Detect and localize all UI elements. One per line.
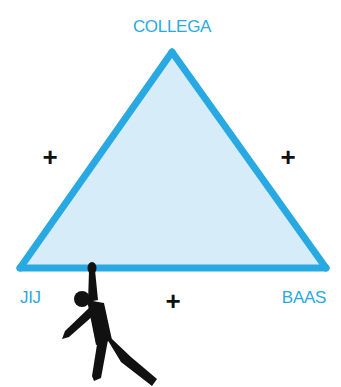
triangle-side (172, 52, 326, 268)
plus-sign: + (280, 144, 295, 170)
vertex-text: COLLEGA (133, 17, 211, 37)
triangle-side (20, 265, 326, 272)
triangle-side (20, 52, 172, 268)
vertex-text: JIJ (20, 288, 41, 308)
person-silhouette (62, 262, 157, 386)
plus-sign: + (42, 144, 57, 170)
triangle-area (20, 52, 326, 268)
vertex-text: BAAS (282, 288, 326, 308)
plus-sign: + (165, 288, 180, 314)
vertex-label: BAAS (278, 268, 326, 308)
vertex-label: COLLEGA (129, 17, 215, 52)
vertex-label: JIJ (20, 268, 45, 308)
